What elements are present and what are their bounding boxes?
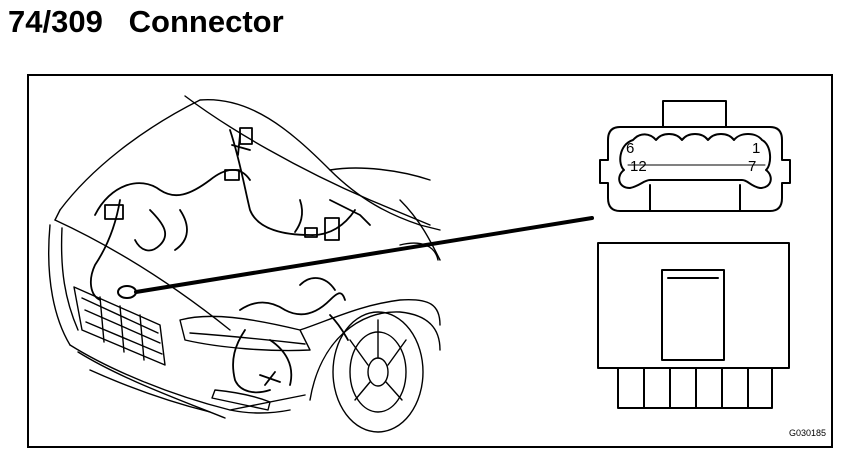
connector-face-view bbox=[599, 100, 791, 212]
pin-label-1: 1 bbox=[752, 140, 761, 157]
pin-label-7: 7 bbox=[748, 158, 757, 175]
connector-side-view bbox=[597, 242, 790, 409]
figure-code: G030185 bbox=[788, 428, 826, 438]
page-title: 74/309 Connector bbox=[8, 4, 284, 39]
wiring-harness bbox=[89, 127, 371, 394]
pin-label-12: 12 bbox=[630, 158, 647, 175]
connector-location-marker bbox=[117, 285, 137, 299]
diagram-frame bbox=[27, 74, 833, 448]
pin-label-6: 6 bbox=[626, 140, 635, 157]
leader-line bbox=[134, 216, 594, 294]
car-outline bbox=[48, 95, 441, 433]
